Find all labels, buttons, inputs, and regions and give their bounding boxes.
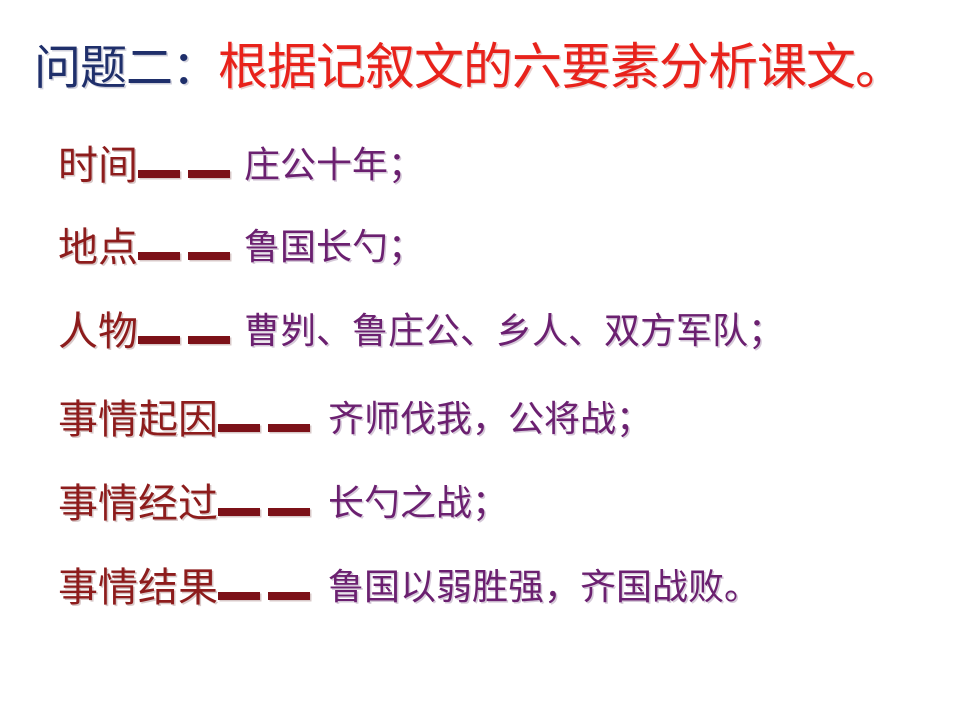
list-item: 事情经过 长勺之战； <box>58 484 508 524</box>
item-label: 事情结果 <box>58 565 218 611</box>
page-title-prefix: 问题二： <box>34 41 219 96</box>
list-item: 事情起因 齐师伐我，公将战； <box>58 400 652 440</box>
item-label: 事情经过 <box>58 481 218 527</box>
item-value: 曹刿、鲁庄公、乡人、双方军队； <box>244 311 785 352</box>
item-value: 鲁国长勺； <box>244 227 425 268</box>
em-dash-separator-icon <box>218 400 310 440</box>
em-dash-separator-icon <box>138 146 230 186</box>
item-value: 齐师伐我，公将战； <box>328 399 653 440</box>
list-item: 事情结果 鲁国以弱胜强，齐国战败。 <box>58 568 760 608</box>
item-label: 人物 <box>58 309 138 355</box>
page-title-main: 根据记叙文的六要素分析课文。 <box>218 38 905 96</box>
item-label: 时间 <box>58 143 138 189</box>
page-title: 问题二：根据记叙文的六要素分析课文。 <box>34 42 905 92</box>
list-item: 地点 鲁国长勺； <box>58 228 424 268</box>
item-value: 庄公十年； <box>244 145 425 186</box>
item-label: 事情起因 <box>58 397 218 443</box>
item-value: 鲁国以弱胜强，齐国战败。 <box>328 567 761 608</box>
list-item: 时间 庄公十年； <box>58 146 424 186</box>
list-item: 人物 曹刿、鲁庄公、乡人、双方军队； <box>58 312 784 352</box>
item-label: 地点 <box>58 225 138 271</box>
em-dash-separator-icon <box>218 484 310 524</box>
em-dash-separator-icon <box>138 228 230 268</box>
em-dash-separator-icon <box>138 312 230 352</box>
item-value: 长勺之战； <box>328 483 509 524</box>
em-dash-separator-icon <box>218 568 310 608</box>
